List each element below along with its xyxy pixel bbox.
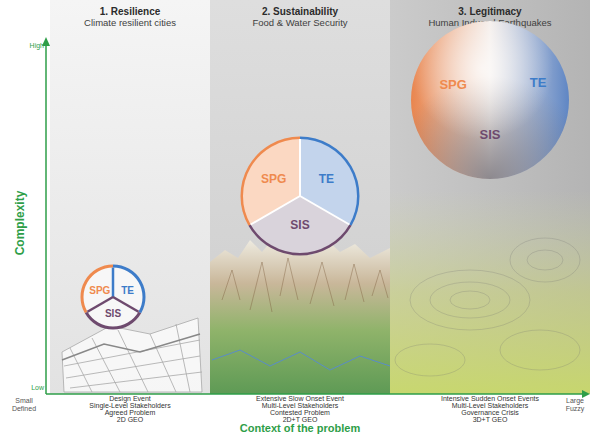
context-note: Multi-Level Stakeholders: [215, 402, 385, 409]
segment-label: SPG: [261, 172, 286, 186]
segment-label: TE: [530, 75, 547, 90]
column-panel: 1. ResilienceClimate resilient citiesSPG…: [50, 0, 210, 394]
pie-rim: [242, 138, 300, 225]
context-note: Governance Crisis: [405, 409, 575, 416]
context-note: 2D+T GEO: [215, 416, 385, 423]
axis-end-label: Low: [24, 384, 44, 392]
pie-slice: [250, 196, 351, 254]
axis-title: Complexity: [13, 188, 27, 258]
axis-title: Context of the problem: [180, 423, 420, 434]
context-note: Single-Level Stakeholders: [45, 402, 215, 409]
context-note: Contested Problem: [215, 409, 385, 416]
axis-end-label: Small Defined: [6, 397, 42, 412]
segment-label: TE: [319, 172, 334, 186]
axis-end-label: High: [24, 42, 44, 50]
context-note: Extensive Slow Onset Event: [215, 395, 385, 402]
context-note: Intensive Sudden Onset Events: [405, 395, 575, 402]
three-part-circle: SPG TESIS: [80, 264, 146, 330]
column-panel: 2. SustainabilityFood & Water SecuritySP…: [210, 0, 390, 394]
segment-label: SIS: [290, 218, 309, 232]
context-note: 3D+T GEO: [405, 416, 575, 423]
pie-divider: [299, 139, 301, 196]
contour-map: [390, 190, 590, 394]
context-note: 2D GEO: [45, 416, 215, 423]
context-note: Multi-Level Stakeholders: [405, 402, 575, 409]
pie-divider: [112, 268, 115, 298]
pie-rim: [113, 266, 144, 313]
panel-ground: [390, 0, 590, 394]
sphere: [410, 20, 570, 180]
segment-label: TE: [121, 285, 134, 296]
pie-circle: [80, 264, 146, 330]
pie-rim: [82, 266, 113, 313]
column-heading: 3. Legitimacy: [390, 6, 590, 17]
pie-rim: [300, 138, 358, 225]
column-subheading: Food & Water Security: [210, 17, 390, 28]
column-heading: 1. Resilience: [50, 6, 210, 17]
panel-ground: [50, 0, 210, 394]
axis-end-label: Large Fuzzy: [556, 397, 594, 412]
pie-circle: [240, 136, 360, 256]
segment-label: SIS: [480, 126, 501, 141]
terrain-relief: [210, 236, 390, 394]
panel-ground: [210, 0, 390, 394]
three-part-circle: SPG TE SIS: [240, 136, 360, 256]
context-note: Design Event: [45, 395, 215, 402]
column-heading: 2. Sustainability: [210, 6, 390, 17]
segment-label: SPG: [89, 285, 110, 296]
segment-label: SPG: [439, 77, 466, 92]
column-panel: 3. LegitimacyHuman Induced EarthquakesSP…: [390, 0, 590, 394]
pie-slice: [86, 297, 140, 328]
city-map: [62, 318, 202, 392]
three-part-sphere: SPG TE SIS: [410, 20, 570, 180]
context-note: Agreed Problem: [45, 409, 215, 416]
segment-label: SIS: [105, 307, 121, 318]
column-subheading: Climate resilient cities: [50, 17, 210, 28]
